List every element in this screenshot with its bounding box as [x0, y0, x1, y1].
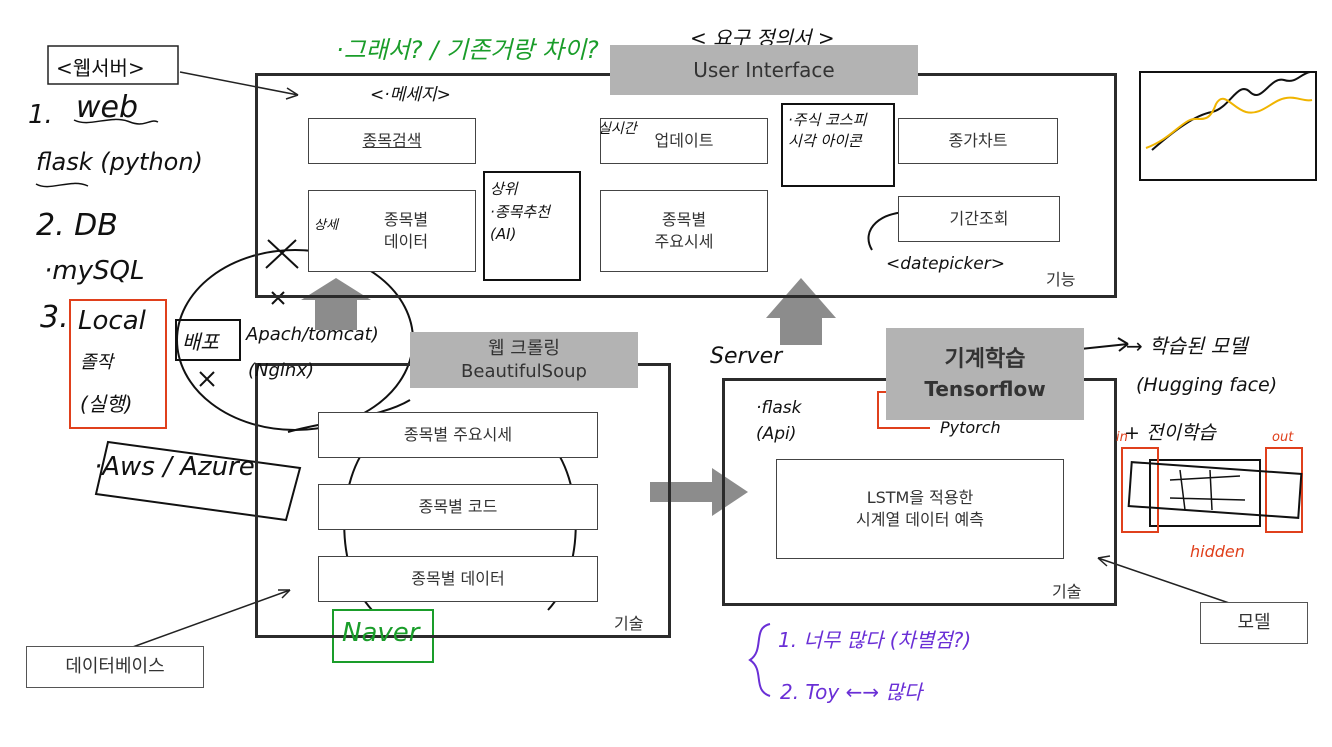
chart-sketch-yellow-line: [1145, 96, 1313, 149]
note-nginx: (Nginx): [248, 360, 314, 381]
note-mysql: ·mySQL: [44, 256, 145, 286]
server-note: Server: [710, 344, 783, 369]
nn-out-box: [1265, 447, 1303, 533]
top-note: ·그래서? / 기존거랑 차이?: [336, 36, 599, 64]
crawl-item-price-label: 종목별 주요시세: [403, 425, 513, 445]
note-item1-num: 1.: [28, 100, 53, 130]
note-deploy: 배포: [182, 330, 219, 354]
crawling-header: 웹 크롤링 BeautifulSoup: [410, 332, 638, 388]
database-callout: 데이터베이스: [26, 646, 204, 688]
hugging-face-note: (Hugging face): [1136, 374, 1278, 396]
pytorch-note: Pytorch: [940, 418, 1001, 437]
bottom-note-1: 1. 너무 많다 (차별점?): [778, 628, 972, 652]
crawl-item-data-label: 종목별 데이터: [411, 569, 505, 589]
ui-header-label: User Interface: [693, 58, 835, 82]
feature-label: 기능: [1046, 270, 1076, 289]
ml-header: 기계학습 Tensorflow: [886, 328, 1084, 420]
stock-price-box: 종목별 주요시세: [600, 190, 768, 272]
deploy-box: [175, 319, 241, 361]
webserver-label-box: [47, 45, 179, 85]
crawl-item-data: 종목별 데이터: [318, 556, 598, 602]
update-box: 업데이트: [600, 118, 768, 164]
stock-search-label: 종목검색: [362, 131, 422, 151]
x-mark: [265, 239, 299, 269]
period-label: 기간조회: [949, 209, 1009, 229]
crawling-header-line1: 웹 크롤링: [488, 337, 560, 359]
bottom-note-2: 2. Toy ←→ 많다: [780, 680, 923, 704]
stock-data-box: 종목별 데이터: [308, 190, 476, 272]
model-callout-label: 모델: [1237, 611, 1271, 633]
realtime-note-box: [781, 103, 895, 187]
datepicker-note: <datepicker>: [886, 254, 1005, 274]
update-note: 실시간: [598, 121, 637, 137]
note-item3-num: 3.: [40, 300, 69, 335]
nn-hidden-label: hidden: [1190, 542, 1245, 561]
crawl-item-code: 종목별 코드: [318, 484, 598, 530]
note-db: 2. DB: [36, 208, 118, 243]
stock-price-label: 종목별 주요시세: [654, 210, 714, 251]
naver-note: Naver: [342, 618, 420, 648]
transfer-note: + 전이학습: [1124, 422, 1216, 444]
ui-header: User Interface: [610, 45, 918, 95]
closing-chart-label: 종가차트: [948, 131, 1008, 151]
stock-data-label: 종목별 데이터: [383, 210, 429, 251]
local-red-box: [69, 299, 167, 429]
purple-brace: [748, 623, 771, 697]
trained-model-note: → 학습된 모델: [1126, 334, 1248, 358]
model-callout: 모델: [1200, 602, 1308, 644]
update-label: 업데이트: [654, 131, 714, 151]
webserver-label: <웹서버>: [56, 56, 145, 80]
nn-hidden-box: [1149, 459, 1261, 527]
aws-box: [94, 440, 302, 522]
up-arrow-crawling: [301, 278, 371, 330]
ml-tech-label: 기술: [1052, 582, 1082, 601]
stock-search-box: 종목검색: [308, 118, 476, 164]
recommend-box: [483, 171, 581, 281]
lstm-box: LSTM을 적용한 시계열 데이터 예측: [776, 459, 1064, 559]
lstm-line1: LSTM을 적용한: [866, 488, 974, 508]
database-callout-label: 데이터베이스: [65, 655, 165, 677]
crawl-item-price: 종목별 주요시세: [318, 412, 598, 458]
crawl-item-code-label: 종목별 코드: [418, 497, 498, 517]
crawling-tech-label: 기술: [614, 614, 644, 633]
closing-chart-box: 종가차트: [898, 118, 1058, 164]
lstm-line2: 시계열 데이터 예측: [856, 510, 984, 529]
note-web: web: [76, 90, 139, 125]
message-note: <·메세지>: [370, 85, 451, 105]
stock-data-note: 상세: [314, 218, 338, 233]
ml-header-line1: 기계학습: [944, 346, 1026, 372]
recommend-ai-note: 상위 ·종목추천 (AI): [490, 180, 550, 243]
note-flask: flask (python): [36, 148, 203, 176]
note-run: (실행): [80, 392, 133, 416]
note-local: Local: [78, 306, 146, 336]
realtime-note: ·주식 코스피 시각 아이콘: [788, 111, 867, 150]
nn-in-label: in: [1116, 430, 1128, 445]
webserver-arrow: [179, 71, 299, 96]
flask-api-note: ·flask (Api): [756, 398, 802, 444]
up-arrow-ml: [766, 278, 836, 345]
note-apache: Apach/tomcat): [246, 324, 379, 345]
chart-sketch-black-line: [1151, 71, 1311, 151]
note-aws: ·Aws / Azure: [94, 452, 255, 482]
period-box: 기간조회: [898, 196, 1060, 242]
crawling-header-line2: BeautifulSoup: [461, 361, 587, 382]
nn-in-box: [1121, 447, 1159, 533]
chart-sketch-frame: [1139, 71, 1317, 181]
ml-header-line2: Tensorflow: [924, 377, 1046, 402]
nn-out-label: out: [1272, 430, 1294, 445]
note-graduation: 졸작: [80, 352, 114, 373]
